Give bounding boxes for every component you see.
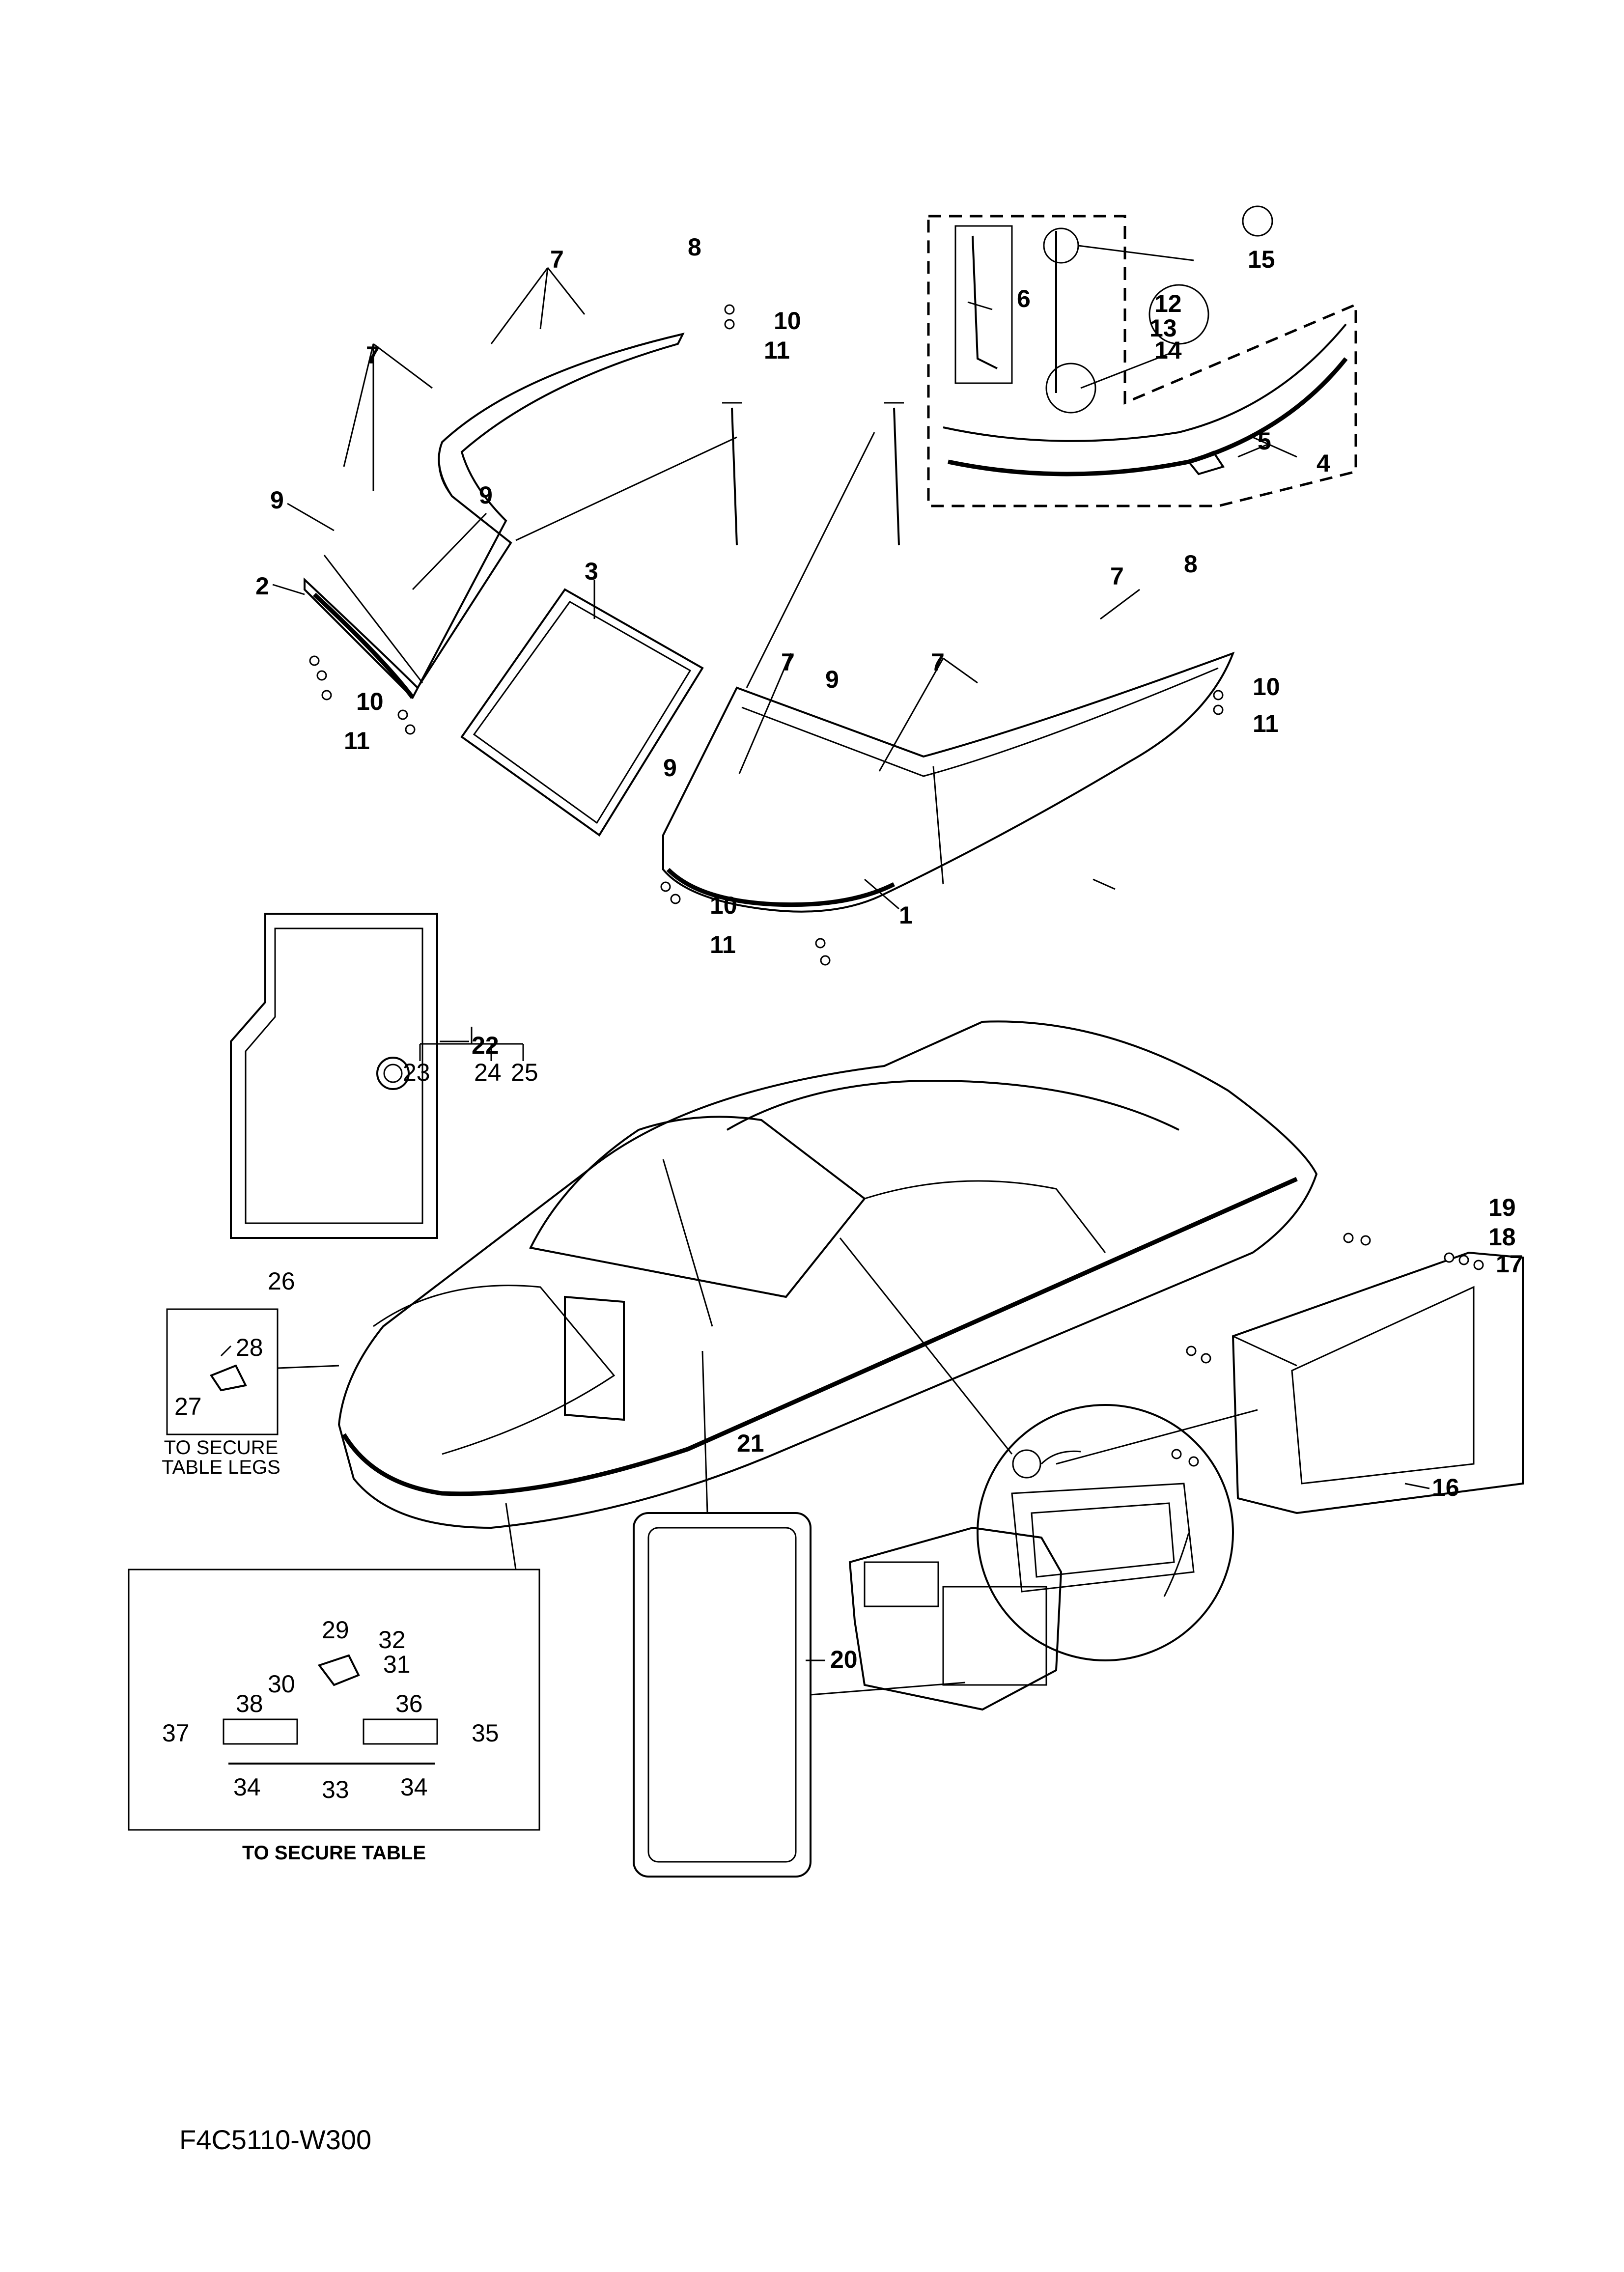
callout-34-left: 34 (233, 1773, 261, 1801)
door-panel (230, 913, 438, 1239)
table-legs-inset (166, 1308, 279, 1435)
callout-18: 18 (1488, 1223, 1516, 1251)
callout-36: 36 (395, 1690, 423, 1717)
callout-24: 24 (474, 1059, 502, 1086)
callout-22: 22 (472, 1032, 499, 1059)
caption-table: TO SECURE TABLE (242, 1842, 426, 1864)
callout-37: 37 (162, 1719, 190, 1747)
callout-29: 29 (322, 1616, 349, 1644)
caption-table-legs-line2: TABLE LEGS (162, 1457, 280, 1478)
callout-labels: 1 2 3 4 5 6 7 7 7 7 7 8 8 9 9 9 9 10 10 … (162, 233, 1523, 1803)
callout-20: 20 (830, 1646, 858, 1673)
callout-2: 2 (255, 572, 269, 600)
boat-hull (337, 1020, 1318, 1529)
callout-17: 17 (1496, 1250, 1523, 1278)
leader-lines (272, 245, 1430, 1696)
callout-6: 6 (1017, 285, 1031, 312)
callout-27: 27 (174, 1393, 202, 1420)
callout-33: 33 (322, 1776, 349, 1803)
callout-1: 1 (899, 901, 913, 929)
captions: TO SECURE TABLE LEGS TO SECURE TABLE F4C… (162, 1437, 426, 2155)
callout-10-top: 10 (774, 307, 801, 335)
callout-11-right: 11 (1253, 710, 1279, 737)
callout-9-left: 9 (270, 486, 284, 514)
callout-10-center: 10 (710, 892, 737, 919)
callout-19: 19 (1488, 1194, 1516, 1221)
callout-28: 28 (236, 1334, 263, 1361)
callout-10-left: 10 (356, 688, 384, 715)
callout-7-left: 7 (366, 341, 380, 369)
callout-7-top: 7 (550, 246, 564, 273)
callout-25: 25 (511, 1059, 538, 1086)
frame-detail-box (927, 205, 1357, 507)
callout-16: 16 (1432, 1474, 1459, 1501)
callout-26: 26 (268, 1267, 295, 1295)
table-inset (128, 1569, 540, 1831)
callout-11-center: 11 (710, 931, 736, 958)
windshield-left (304, 333, 685, 700)
callout-21: 21 (737, 1430, 764, 1457)
callout-38: 38 (236, 1690, 263, 1717)
console (848, 1526, 1063, 1711)
callout-5: 5 (1258, 427, 1271, 455)
callout-4: 4 (1316, 449, 1330, 477)
hardware (309, 304, 1484, 1467)
callout-7-right-center: 7 (931, 648, 945, 676)
callout-11-top: 11 (764, 337, 790, 364)
callout-10-right: 10 (1253, 673, 1280, 701)
glovebox (1232, 1251, 1524, 1515)
callout-34-right: 34 (400, 1773, 428, 1801)
callout-31: 31 (383, 1651, 411, 1678)
hatch-panel (633, 1512, 812, 1878)
callout-15: 15 (1248, 246, 1275, 273)
callout-23: 23 (403, 1059, 430, 1086)
callout-9-left-center: 9 (479, 481, 493, 509)
diagram-code: F4C5110-W300 (179, 2124, 371, 2155)
callout-11-left: 11 (344, 727, 370, 755)
callout-30: 30 (268, 1670, 295, 1698)
windshield-right (662, 651, 1235, 913)
callout-9-right-center: 9 (825, 666, 839, 693)
callout-8-top: 8 (688, 233, 701, 261)
callout-3: 3 (585, 558, 598, 585)
windshield-center (460, 588, 704, 837)
callout-14: 14 (1154, 337, 1182, 364)
support-struts (722, 402, 904, 546)
callout-8-right: 8 (1184, 550, 1198, 578)
callout-9-right-left: 9 (663, 754, 677, 782)
caption-table-legs-line1: TO SECURE (164, 1437, 279, 1459)
callout-13: 13 (1149, 314, 1177, 342)
callout-12: 12 (1154, 290, 1182, 317)
callout-32: 32 (378, 1626, 406, 1654)
callout-35: 35 (472, 1719, 499, 1747)
callout-7-right-top: 7 (1110, 562, 1124, 590)
detail-magnifier (977, 1404, 1234, 1661)
callout-7-right-mid: 7 (781, 648, 795, 676)
